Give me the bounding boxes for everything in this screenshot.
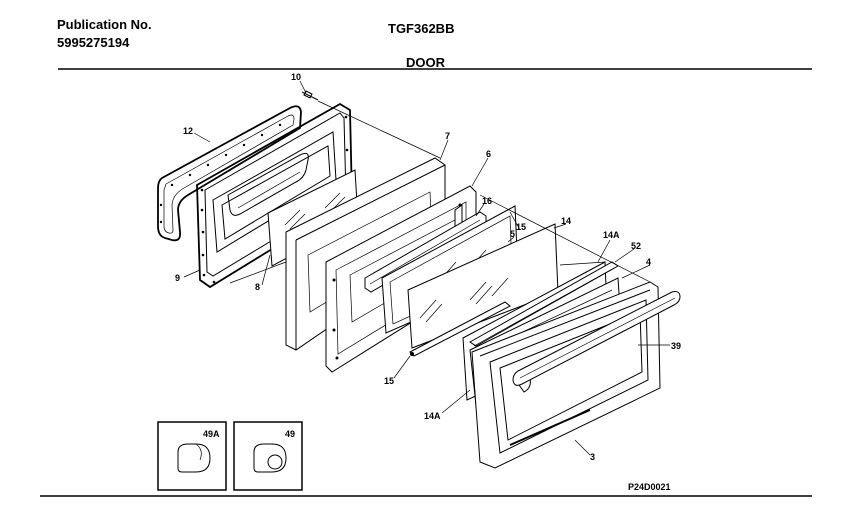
callout-39: 39	[671, 341, 681, 351]
callout-10: 10	[291, 72, 301, 82]
door-gasket-part	[157, 105, 302, 242]
callout-14A-upper: 14A	[603, 230, 620, 240]
publication-label: Publication No.	[57, 17, 152, 32]
callout-49: 49	[285, 429, 295, 439]
callout-9: 9	[175, 273, 180, 283]
callout-15-lower: 15	[384, 376, 394, 386]
callout-3: 3	[590, 452, 595, 462]
callout-14A-lower: 14A	[424, 411, 441, 421]
alignment-lines	[229, 100, 651, 284]
callout-7: 7	[445, 131, 450, 141]
drawing-code: P24D0021	[628, 482, 671, 492]
callout-52: 52	[631, 241, 641, 251]
callout-5: 5	[510, 229, 515, 239]
callout-14: 14	[561, 216, 571, 226]
callout-49A: 49A	[203, 429, 220, 439]
callout-15-upper: 15	[516, 222, 526, 232]
callout-6: 6	[486, 149, 491, 159]
callout-16: 16	[482, 196, 492, 206]
section-title: DOOR	[406, 55, 445, 70]
callout-4: 4	[646, 257, 651, 267]
screw-part	[301, 90, 319, 101]
inset-box-49A: 49A	[157, 421, 227, 491]
model-number: TGF362BB	[388, 21, 455, 36]
door-handle-part	[512, 291, 681, 386]
lower-trim-part	[409, 301, 511, 357]
leader-lines	[183, 80, 670, 456]
callout-8: 8	[255, 282, 260, 292]
inset-box-49: 49	[233, 421, 303, 491]
callout-12: 12	[183, 126, 193, 136]
publication-number: 5995275194	[57, 35, 130, 50]
